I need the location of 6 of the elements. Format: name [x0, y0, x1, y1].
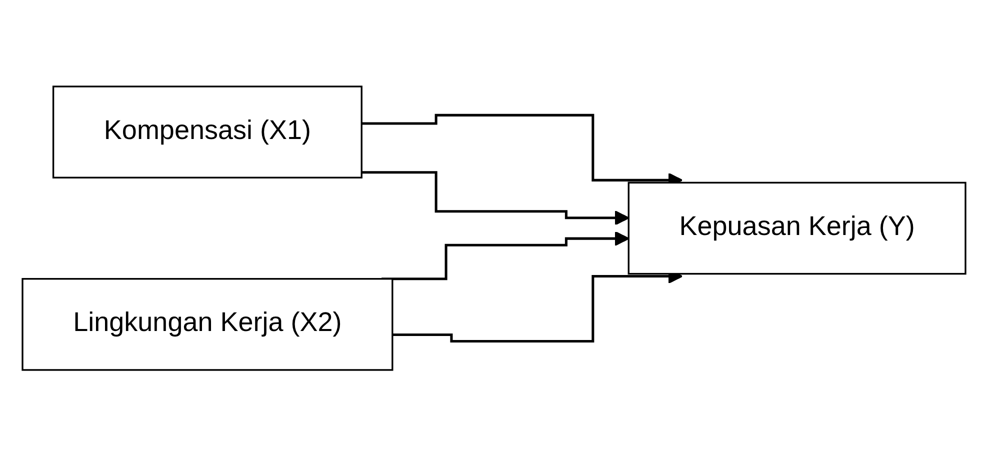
node-box [22, 278, 394, 372]
arrow [382, 231, 630, 280]
node-box [52, 86, 362, 179]
arrow [362, 171, 630, 226]
flow-diagram: Kompensasi (X1) Lingkungan Kerja (X2) Kepuasan Kerja (Y) [9, 73, 979, 384]
node-box [628, 182, 966, 275]
